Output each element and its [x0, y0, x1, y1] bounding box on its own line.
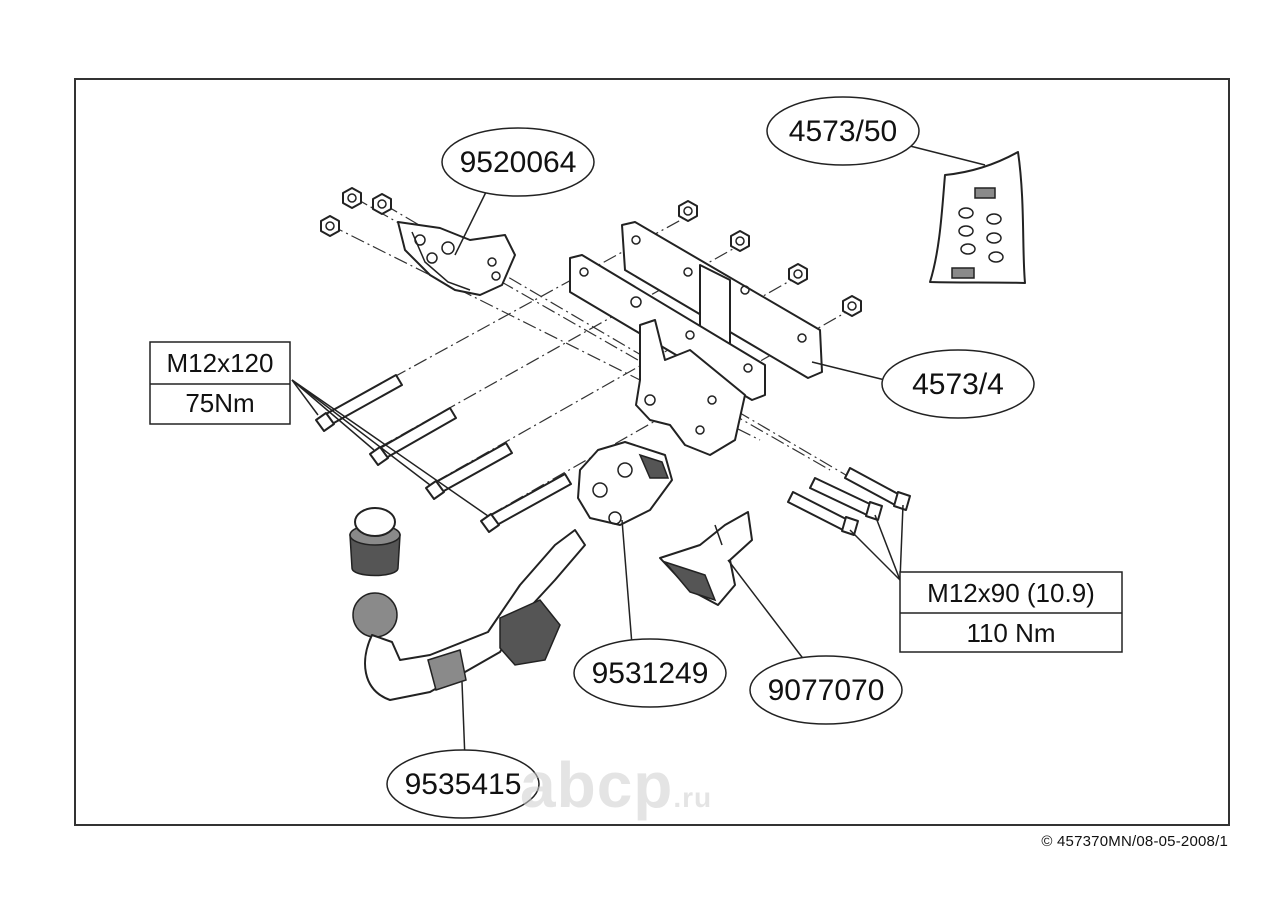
label-9077070: 9077070: [749, 655, 903, 725]
mount-block-9531249: [577, 441, 673, 526]
ball-cover-cap: [349, 507, 401, 577]
spec-box-m12x120: M12x120 75Nm: [149, 341, 291, 425]
spec-torque-75: 75Nm: [185, 388, 254, 418]
bolts-m12x120: [315, 374, 572, 533]
spec-torque-110: 110 Nm: [966, 618, 1055, 648]
towbar-arm-9535415: [352, 529, 586, 701]
watermark: abcp.ru: [520, 748, 712, 822]
socket-bracket-9077070: [659, 511, 753, 606]
drawing-frame: [74, 78, 1230, 826]
watermark-suffix: .ru: [673, 782, 713, 813]
bolts-m12x90: [787, 467, 911, 536]
label-9531249-text: 9531249: [592, 657, 709, 690]
label-4573-50-text: 4573/50: [789, 115, 897, 148]
label-9077070-text: 9077070: [768, 674, 885, 707]
label-4573-4: 4573/4: [881, 349, 1035, 419]
fixing-kit-4573-50: [929, 151, 1026, 284]
label-9535415: 9535415: [386, 749, 540, 819]
label-9531249: 9531249: [573, 638, 727, 708]
label-9535415-text: 9535415: [405, 768, 522, 801]
label-4573-4-text: 4573/4: [912, 368, 1004, 401]
copyright-footer: © 457370MN/08-05-2008/1: [1041, 833, 1228, 850]
bracket-9520064: [397, 221, 516, 296]
watermark-main: abcp: [520, 749, 674, 821]
nuts-left: [320, 187, 392, 237]
label-9520064-text: 9520064: [460, 146, 577, 179]
spec-box-m12x90: M12x90 (10.9) 110 Nm: [899, 571, 1123, 653]
leader-lines: [291, 145, 986, 761]
spec-bolt-m12x120: M12x120: [167, 348, 274, 378]
crossbar-4573-4: [569, 221, 823, 456]
label-9520064: 9520064: [441, 127, 595, 197]
nuts-right: [678, 200, 862, 317]
spec-bolt-m12x90: M12x90 (10.9): [927, 578, 1095, 608]
label-4573-50: 4573/50: [766, 96, 920, 166]
